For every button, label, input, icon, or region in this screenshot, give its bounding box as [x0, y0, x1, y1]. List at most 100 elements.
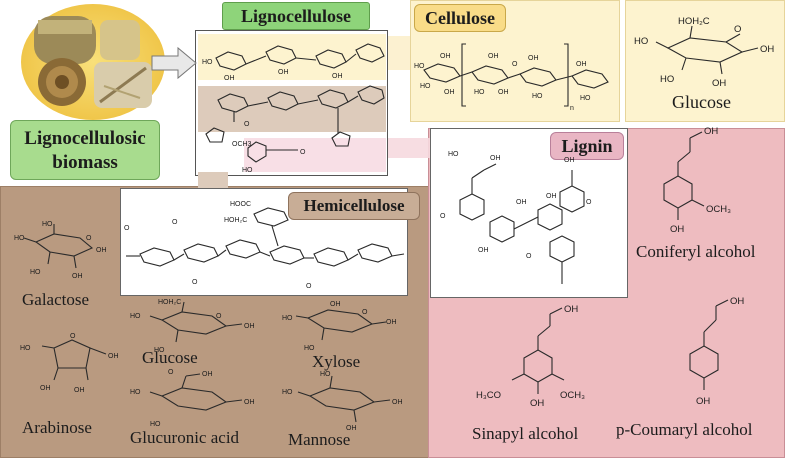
svg-text:O: O: [216, 313, 222, 320]
svg-text:HO: HO: [420, 83, 431, 90]
svg-text:HO: HO: [660, 74, 674, 85]
arrow-right-icon: [151, 46, 197, 80]
svg-text:HO: HO: [320, 371, 331, 378]
svg-text:HO: HO: [634, 36, 648, 47]
svg-text:HO: HO: [42, 221, 53, 228]
svg-text:OH: OH: [712, 78, 726, 89]
svg-text:HO: HO: [414, 63, 425, 70]
p-coumaryl-alcohol-label: p-Coumaryl alcohol: [616, 420, 753, 439]
coniferyl-alcohol-label: Coniferyl alcohol: [636, 242, 756, 261]
xylose-structure: HO HO OH O OH: [282, 301, 397, 352]
svg-text:OH: OH: [224, 75, 235, 82]
svg-text:OH: OH: [704, 126, 718, 137]
svg-text:O: O: [512, 61, 518, 68]
cellulose-connector: [388, 36, 410, 70]
glucose-panel: [625, 0, 785, 122]
svg-text:OH: OH: [386, 319, 397, 326]
svg-text:OH: OH: [392, 399, 403, 406]
svg-text:OCH₃: OCH₃: [706, 204, 731, 215]
svg-text:O: O: [300, 149, 306, 156]
mannose-structure: HO HO OH OH: [282, 371, 403, 432]
svg-text:O: O: [124, 225, 130, 232]
svg-text:OH: OH: [498, 89, 509, 96]
svg-text:OH: OH: [74, 387, 85, 394]
hemi-glucose-label: Glucose: [142, 348, 198, 367]
svg-text:O: O: [192, 279, 198, 286]
p-coumaryl-alcohol-structure: OH OH: [689, 296, 744, 407]
glucuronic-acid-label: Glucuronic acid: [130, 428, 240, 447]
svg-text:OH: OH: [244, 323, 255, 330]
svg-text:OH: OH: [72, 273, 83, 280]
svg-text:OH: OH: [730, 296, 744, 307]
svg-text:HO: HO: [282, 315, 293, 322]
svg-text:OH: OH: [330, 301, 341, 308]
hemicellulose-connector: [198, 172, 228, 190]
svg-text:HO: HO: [304, 345, 315, 352]
svg-text:HO: HO: [150, 421, 161, 428]
svg-text:HO: HO: [532, 93, 543, 100]
lignin-badge: Lignin: [550, 132, 624, 160]
svg-text:OH: OH: [488, 53, 499, 60]
svg-text:HO: HO: [474, 89, 485, 96]
svg-text:HO: HO: [202, 59, 213, 66]
svg-text:OH: OH: [444, 89, 455, 96]
cellulose-badge: Cellulose: [414, 4, 506, 32]
svg-text:OH: OH: [564, 157, 575, 164]
svg-text:OH: OH: [346, 425, 357, 432]
svg-text:HO: HO: [20, 345, 31, 352]
lignin-connector: [388, 138, 432, 158]
svg-text:O: O: [244, 121, 250, 128]
svg-text:OH: OH: [670, 224, 684, 235]
svg-text:HO: HO: [242, 167, 253, 174]
biomass-photo-icon: [21, 4, 165, 120]
svg-text:OH: OH: [696, 396, 710, 407]
svg-text:OCH3: OCH3: [232, 141, 252, 148]
svg-text:O: O: [168, 369, 174, 376]
svg-text:OH: OH: [96, 247, 107, 254]
glucose-top-label: Glucose: [672, 92, 731, 112]
svg-text:HOH₂C: HOH₂C: [224, 217, 247, 224]
lignin-strand-band: [244, 138, 386, 172]
biomass-badge: Lignocellulosic biomass: [10, 120, 160, 180]
svg-text:H₃CO: H₃CO: [476, 390, 501, 401]
svg-text:OH: OH: [244, 399, 255, 406]
svg-text:OH: OH: [528, 55, 539, 62]
svg-text:O: O: [734, 24, 741, 35]
svg-text:OH: OH: [332, 73, 343, 80]
svg-text:OCH₃: OCH₃: [560, 390, 585, 401]
svg-text:O: O: [70, 333, 76, 340]
svg-text:HO: HO: [282, 389, 293, 396]
svg-text:OH: OH: [564, 304, 578, 315]
svg-text:OH: OH: [546, 193, 557, 200]
svg-text:HO: HO: [580, 95, 591, 102]
svg-text:O: O: [362, 309, 368, 316]
svg-text:HO: HO: [448, 151, 459, 158]
svg-text:OH: OH: [202, 371, 213, 378]
biomass-label-line1: Lignocellulosic: [24, 128, 146, 149]
svg-text:n: n: [570, 105, 574, 112]
svg-text:HO: HO: [14, 235, 25, 242]
mannose-label: Mannose: [288, 430, 351, 449]
lignocellulose-badge: Lignocellulose: [222, 2, 370, 30]
svg-text:O: O: [586, 199, 592, 206]
svg-text:O: O: [86, 235, 92, 242]
svg-text:OH: OH: [490, 155, 501, 162]
xylose-label: Xylose: [312, 352, 361, 371]
svg-text:O: O: [306, 283, 312, 290]
svg-text:O: O: [440, 213, 446, 220]
sinapyl-alcohol-label: Sinapyl alcohol: [472, 424, 579, 443]
svg-text:OH: OH: [440, 53, 451, 60]
glucose-structure: HOH₂C O OH HO HO OH: [634, 16, 774, 89]
biomass-label-line2: biomass: [52, 152, 118, 173]
svg-text:HOH₂C: HOH₂C: [678, 16, 710, 27]
svg-text:OH: OH: [760, 44, 774, 55]
svg-text:OH: OH: [478, 247, 489, 254]
